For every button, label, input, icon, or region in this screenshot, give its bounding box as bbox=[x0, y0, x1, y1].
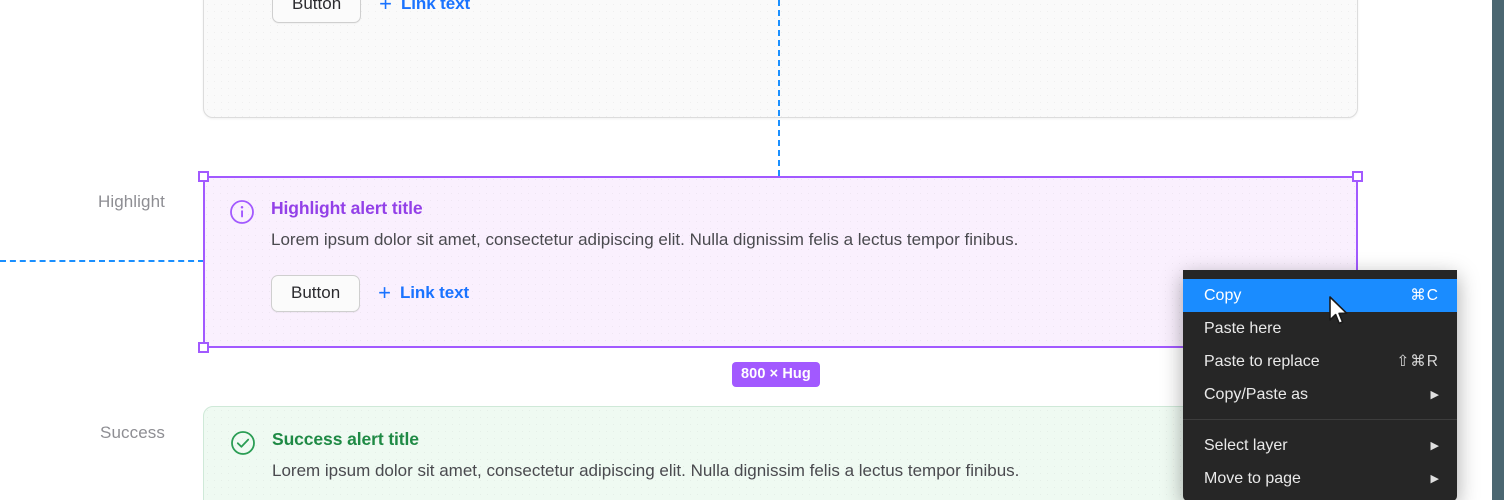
menu-item-paste-to-replace[interactable]: Paste to replace ⇧⌘R bbox=[1183, 345, 1457, 378]
alert-body-text: Lorem ipsum dolor sit amet, consectetur … bbox=[272, 461, 1020, 480]
link-label: Link text bbox=[401, 0, 471, 14]
canvas-background-strip bbox=[1492, 0, 1504, 500]
menu-item-shortcut: ⇧⌘R bbox=[1396, 353, 1439, 370]
info-circle-icon bbox=[229, 199, 255, 225]
link-default[interactable]: + Link text bbox=[379, 0, 470, 15]
alert-body-text: Lorem ipsum dolor sit amet, consectetur … bbox=[271, 230, 1019, 249]
menu-item-copy[interactable]: Copy ⌘C bbox=[1183, 279, 1457, 312]
context-menu[interactable]: Copy ⌘C Paste here Paste to replace ⇧⌘R … bbox=[1183, 270, 1457, 500]
check-circle-icon bbox=[230, 430, 256, 456]
plus-icon: + bbox=[379, 0, 393, 17]
menu-item-label: Move to page bbox=[1204, 469, 1301, 487]
alert-card-default[interactable]: Lorem ipsum dolor sit amet, consectetur … bbox=[203, 0, 1358, 118]
alignment-guide-horizontal bbox=[0, 260, 204, 262]
row-label-success: Success bbox=[100, 423, 165, 442]
alert-actions: Button + Link text bbox=[272, 0, 1331, 24]
button-highlight[interactable]: Button bbox=[271, 274, 361, 313]
menu-item-label: Copy bbox=[1204, 286, 1242, 304]
alert-actions: Button + Link text bbox=[271, 274, 1332, 313]
menu-item-move-to-page[interactable]: Move to page ▶ bbox=[1183, 462, 1457, 495]
alert-title: Highlight alert title bbox=[271, 198, 423, 218]
menu-item-select-layer[interactable]: Select layer ▶ bbox=[1183, 429, 1457, 462]
menu-item-label: Paste to replace bbox=[1204, 352, 1320, 370]
chevron-right-icon: ▶ bbox=[1430, 473, 1439, 485]
row-label-highlight: Highlight bbox=[97, 192, 165, 211]
selection-size-badge: 800 × Hug bbox=[732, 362, 820, 387]
menu-separator bbox=[1183, 419, 1457, 420]
button-default[interactable]: Button bbox=[272, 0, 362, 24]
alignment-guide-vertical bbox=[778, 0, 780, 176]
chevron-right-icon: ▶ bbox=[1430, 440, 1439, 452]
link-label: Link text bbox=[400, 283, 470, 303]
plus-icon: + bbox=[378, 280, 392, 306]
menu-item-label: Paste here bbox=[1204, 319, 1282, 337]
link-highlight[interactable]: + Link text bbox=[378, 282, 469, 304]
menu-item-label: Select layer bbox=[1204, 436, 1288, 454]
menu-item-copy-paste-as[interactable]: Copy/Paste as ▶ bbox=[1183, 378, 1457, 411]
alert-title: Success alert title bbox=[272, 429, 419, 449]
menu-item-paste-here[interactable]: Paste here bbox=[1183, 312, 1457, 345]
menu-item-shortcut: ⌘C bbox=[1410, 287, 1439, 304]
chevron-right-icon: ▶ bbox=[1430, 389, 1439, 401]
menu-item-label: Copy/Paste as bbox=[1204, 385, 1309, 403]
